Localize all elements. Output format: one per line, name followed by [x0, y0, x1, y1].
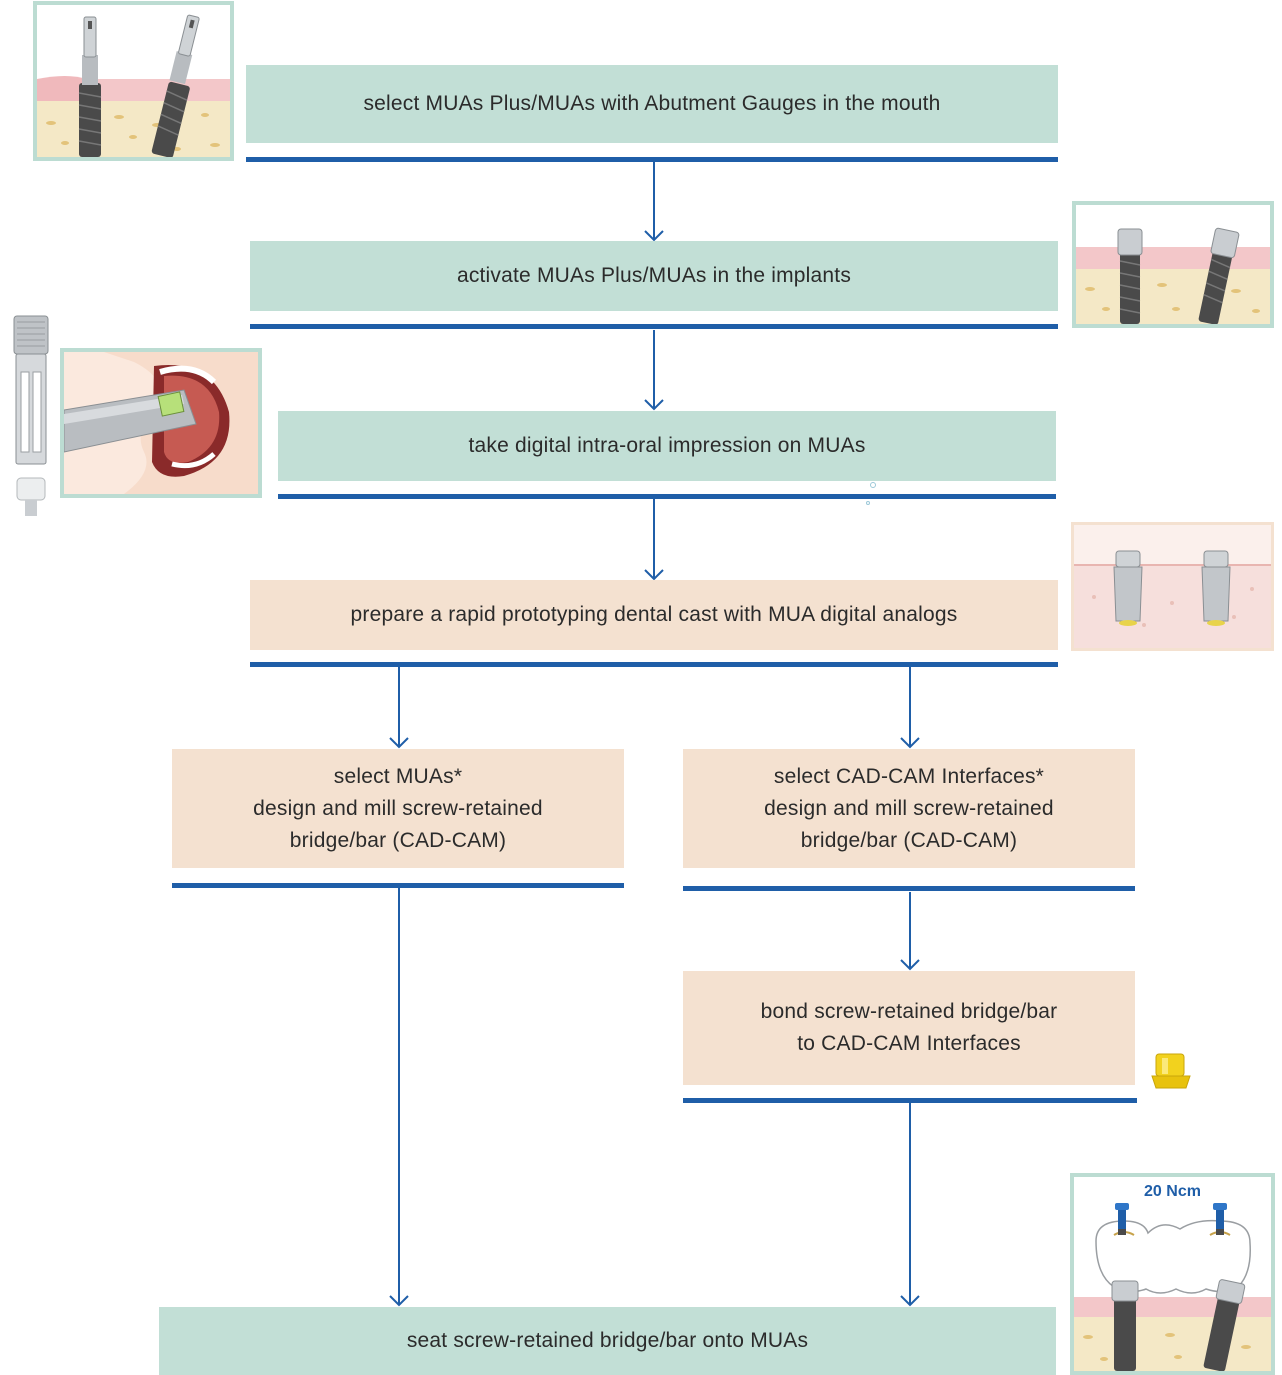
step-5a-line-1: select MUAs* — [333, 764, 463, 788]
bubble-dot — [870, 482, 876, 488]
digital-analog-icon — [1071, 522, 1274, 651]
screwed-bridge-icon: 20 Ncm — [1070, 1173, 1275, 1375]
step-bond-bridge: bond screw-retained bridge/bar to CAD-CA… — [683, 971, 1135, 1085]
step-select-cadcam-interfaces: select CAD-CAM Interfaces* design and mi… — [683, 749, 1135, 868]
step-5a-line-3: bridge/bar (CAD-CAM) — [289, 828, 507, 852]
step-digital-impression: take digital intra-oral impression on MU… — [278, 411, 1056, 481]
cad-cam-interface-icon — [1146, 1050, 1196, 1094]
activated-mua-icon — [1072, 201, 1274, 328]
step-1-rule — [246, 157, 1058, 162]
step-3-rule — [278, 494, 1056, 499]
torque-label: 20 Ncm — [1144, 1183, 1201, 1200]
step-5b-rule — [683, 886, 1135, 891]
step-6-rule — [683, 1098, 1137, 1103]
scan-body-icon — [5, 314, 57, 520]
step-5b-line-3: bridge/bar (CAD-CAM) — [800, 828, 1018, 852]
bubble-dot — [866, 501, 870, 505]
step-5b-line-1: select CAD-CAM Interfaces* — [773, 764, 1045, 788]
step-1-text: select MUAs Plus/MUAs with Abutment Gaug… — [363, 92, 941, 115]
step-2-text: activate MUAs Plus/MUAs in the implants — [456, 264, 852, 287]
step-rapid-prototyping-cast: prepare a rapid prototyping dental cast … — [250, 580, 1058, 650]
step-4-rule — [250, 662, 1058, 667]
step-seat-bridge: seat screw-retained bridge/bar onto MUAs — [159, 1307, 1056, 1375]
step-activate-mua: activate MUAs Plus/MUAs in the implants — [250, 241, 1058, 311]
step-6-line-1: bond screw-retained bridge/bar — [760, 1000, 1058, 1023]
step-3-text: take digital intra-oral impression on MU… — [468, 434, 866, 457]
step-select-mua-gauges: select MUAs Plus/MUAs with Abutment Gaug… — [246, 65, 1058, 143]
step-7-text: seat screw-retained bridge/bar onto MUAs — [406, 1329, 809, 1352]
intraoral-scanner-icon — [60, 348, 262, 498]
step-select-mua-design-mill: select MUAs* design and mill screw-retai… — [172, 749, 624, 868]
step-4-text: prepare a rapid prototyping dental cast … — [350, 603, 958, 626]
step-6-line-2: to CAD-CAM Interfaces — [797, 1032, 1021, 1055]
abutment-gauge-icon — [33, 1, 234, 161]
step-5a-rule — [172, 883, 624, 888]
step-2-rule — [250, 324, 1058, 329]
step-5a-line-2: design and mill screw-retained — [253, 796, 543, 820]
step-5b-line-2: design and mill screw-retained — [764, 796, 1054, 820]
